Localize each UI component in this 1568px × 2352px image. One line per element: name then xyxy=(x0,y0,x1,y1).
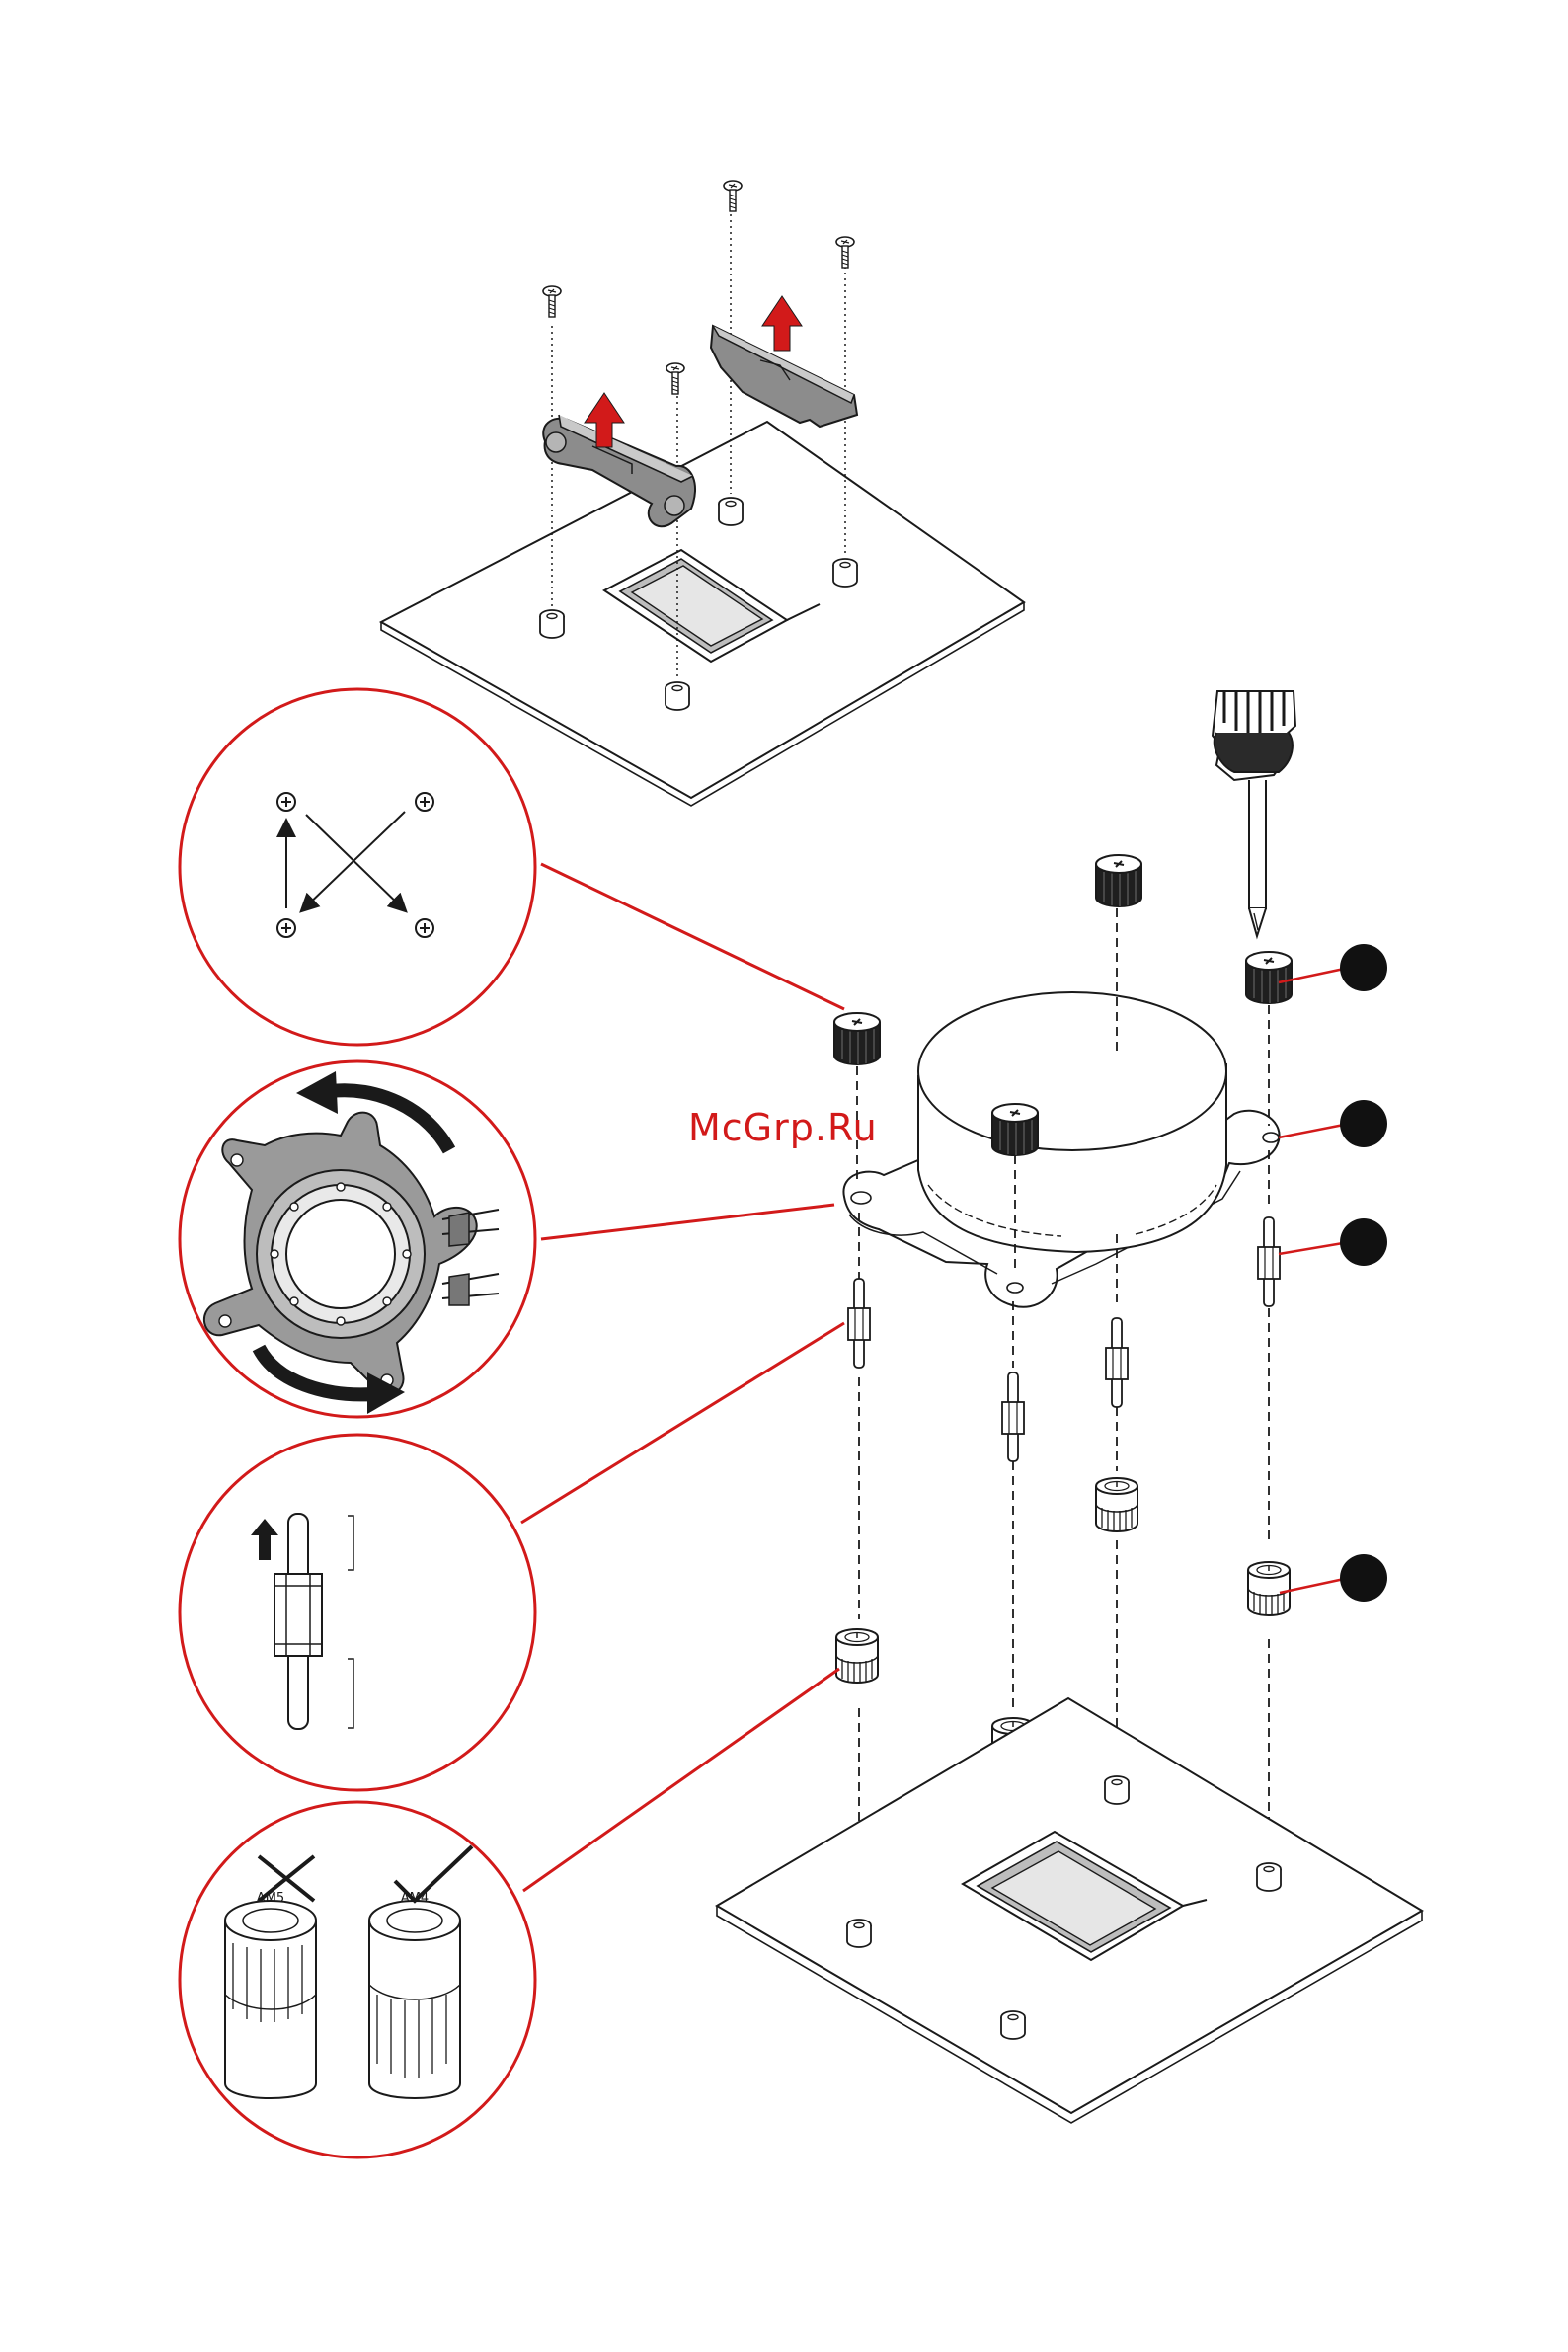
top-standoff-2 xyxy=(719,498,743,525)
callout-2 xyxy=(1340,1100,1387,1147)
callout-leaders xyxy=(1279,968,1349,1593)
watermark: McGrp.Ru xyxy=(688,1106,878,1149)
callout-3 xyxy=(1340,1218,1387,1266)
callout-1 xyxy=(1340,944,1387,991)
backplate-nut-back xyxy=(1096,1478,1137,1531)
standoff-front xyxy=(1002,1372,1024,1461)
detail-leaders xyxy=(521,864,844,1891)
bottom-motherboard-group xyxy=(717,1698,1422,2123)
top-screw-2 xyxy=(724,181,742,211)
bottom-standoff-4 xyxy=(1257,1863,1281,1891)
bottom-standoff-3 xyxy=(1105,1776,1129,1804)
top-screw-4 xyxy=(666,363,684,394)
screwdriver-icon xyxy=(1213,691,1295,936)
top-standoff-3 xyxy=(833,559,857,587)
top-motherboard-group xyxy=(381,181,1024,806)
top-standoff-4 xyxy=(666,682,689,710)
standoff-left xyxy=(848,1279,870,1368)
pump-block-assembly xyxy=(843,992,1279,1307)
detail-bracket-rotate xyxy=(180,1061,535,1417)
top-screw-3 xyxy=(836,237,854,268)
top-standoff-1 xyxy=(540,610,564,638)
detail-screw-order xyxy=(180,689,535,1045)
standoff-right xyxy=(1258,1217,1280,1306)
bottom-standoff-2 xyxy=(1001,2011,1025,2039)
thumbscrew-front xyxy=(992,1104,1038,1155)
thumbscrew-right xyxy=(1246,952,1292,1003)
backplate-nut-left xyxy=(836,1629,878,1683)
detail-nut-choice: AM5 AM4 xyxy=(180,1802,535,2157)
bottom-standoff-1 xyxy=(847,1920,871,1947)
detail-standoff xyxy=(180,1435,535,1790)
thumbscrew-left xyxy=(834,1013,880,1064)
top-screw-1 xyxy=(543,286,561,317)
backplate-nut-right xyxy=(1248,1562,1290,1615)
thumbscrew-back xyxy=(1096,855,1141,906)
callout-4 xyxy=(1340,1554,1387,1602)
standoff-back xyxy=(1106,1318,1128,1407)
